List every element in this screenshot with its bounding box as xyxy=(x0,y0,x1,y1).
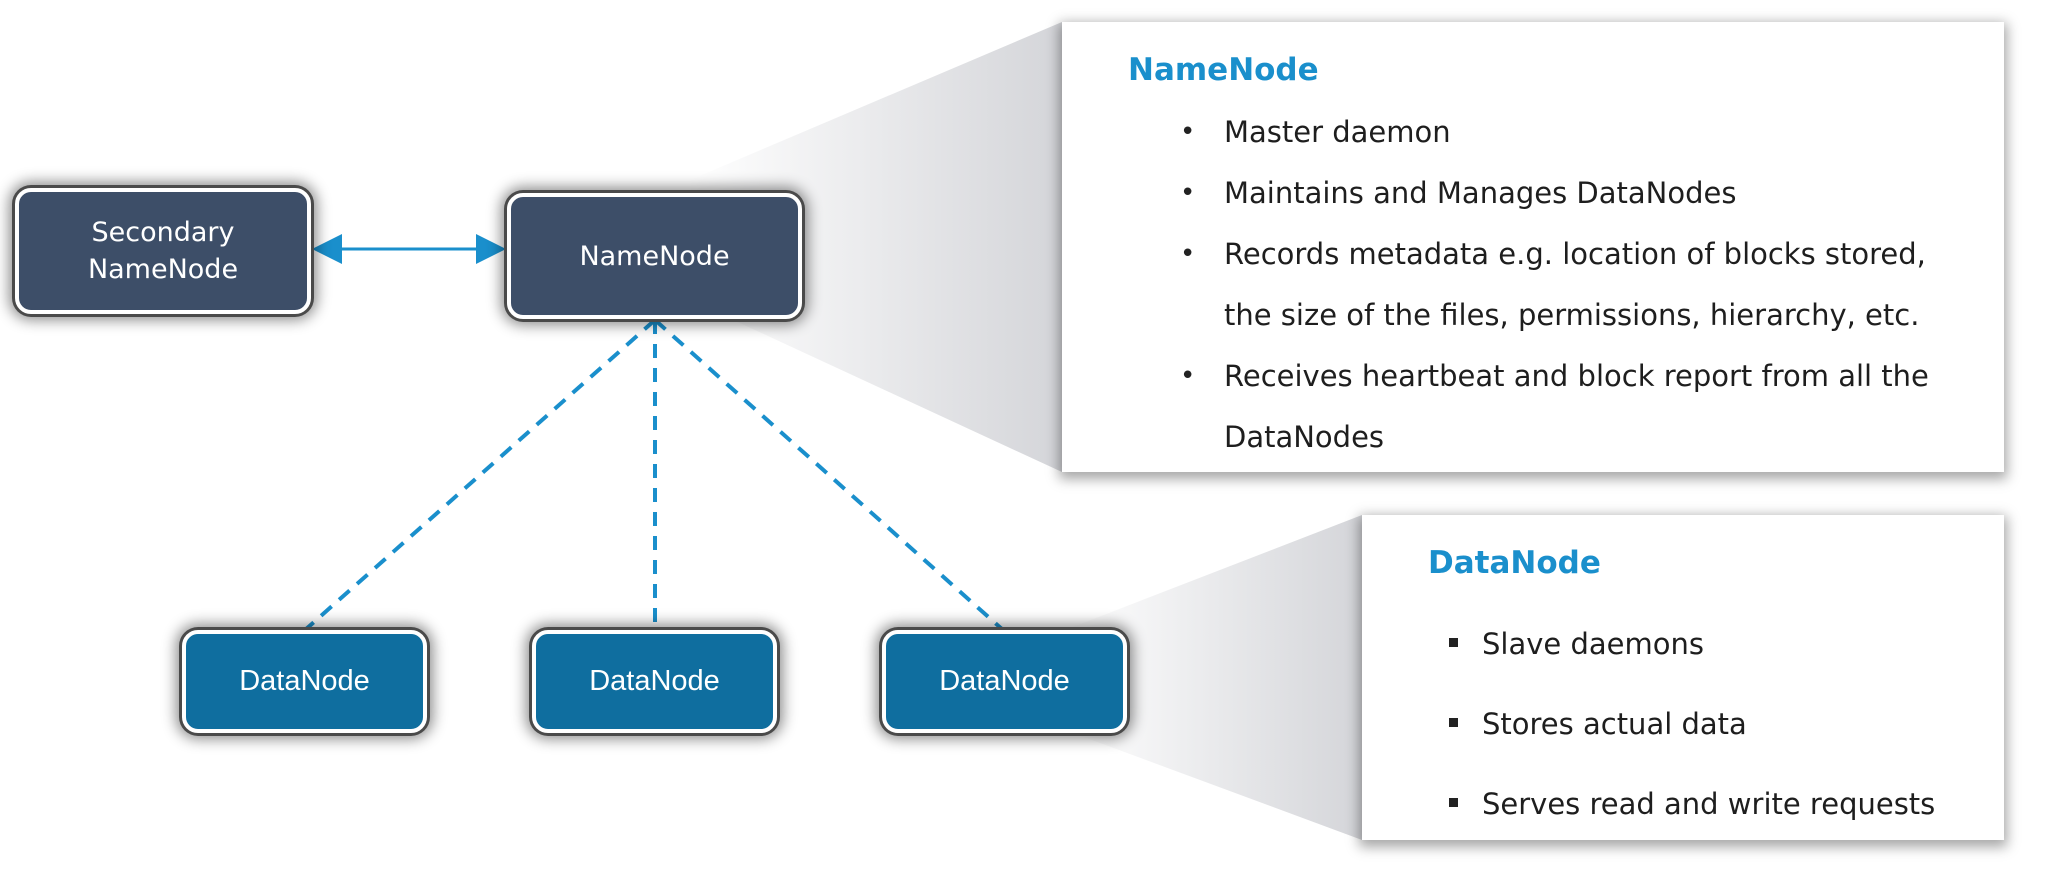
namenode-panel-title: NameNode xyxy=(1128,52,1319,88)
namenode-bullet: Maintains and Manages DataNodes xyxy=(1180,163,1964,224)
connector-datanode-1 xyxy=(303,318,657,632)
datanode-bullet: Slave daemons xyxy=(1449,623,1982,703)
datanode-panel-title: DataNode xyxy=(1428,545,1601,581)
namenode-bullet-list: Master daemon Maintains and Manages Data… xyxy=(1180,102,1964,468)
datanode-label: DataNode xyxy=(239,665,370,697)
namenode-bullet: Records metadata e.g. location of blocks… xyxy=(1180,224,1964,346)
datanode-callout-wedge xyxy=(1065,515,1362,840)
connector-datanode-3 xyxy=(653,318,1005,632)
datanode-bullet: Stores actual data xyxy=(1449,703,1982,783)
secondary-namenode-label: Secondary NameNode xyxy=(87,217,239,285)
datanode-label: DataNode xyxy=(939,665,1070,697)
namenode-bullet: Master daemon xyxy=(1180,102,1964,163)
datanode-bullet-list: Slave daemons Stores actual data Serves … xyxy=(1449,623,1982,863)
datanode-label: DataNode xyxy=(589,665,720,697)
namenode-label: NameNode xyxy=(579,240,730,272)
namenode-info-panel: NameNode Master daemon Maintains and Man… xyxy=(1062,22,2004,472)
namenode-callout-wedge xyxy=(690,22,1062,472)
datanode-info-panel: DataNode Slave daemons Stores actual dat… xyxy=(1362,515,2004,840)
datanode-node-2[interactable]: DataNode xyxy=(532,630,777,733)
namenode-bullet: Receives heartbeat and block report from… xyxy=(1180,346,1964,468)
secondary-namenode-node[interactable]: Secondary NameNode xyxy=(15,188,311,314)
datanode-node-3[interactable]: DataNode xyxy=(882,630,1127,733)
namenode-node[interactable]: NameNode xyxy=(507,193,802,319)
datanode-bullet: Serves read and write requests xyxy=(1449,783,1982,863)
datanode-node-1[interactable]: DataNode xyxy=(182,630,427,733)
